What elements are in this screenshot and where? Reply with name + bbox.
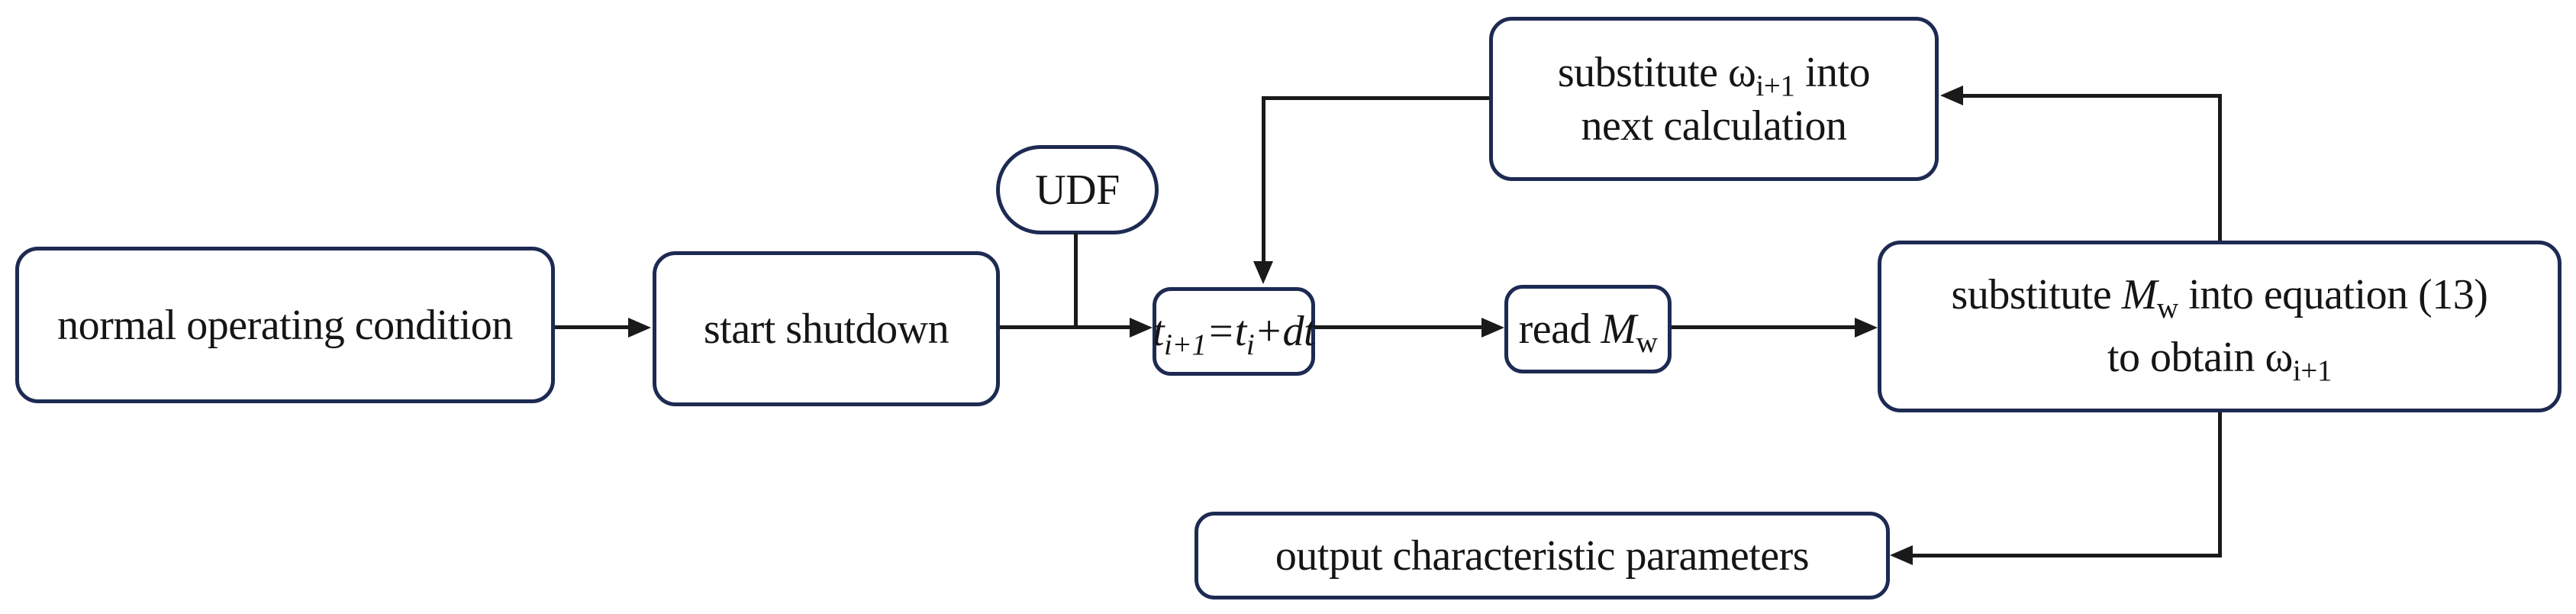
connector-udf-line [1074, 233, 1078, 329]
arrow-equation-to-output-head [1890, 545, 1913, 565]
symbol-mw: M [1601, 305, 1636, 353]
node-label: read Mw [1518, 302, 1658, 359]
subscript: i [1246, 328, 1255, 361]
arrow-shutdown-to-time-line [1000, 325, 1131, 329]
symbol-mw: M [2121, 271, 2158, 319]
label-line-1: substitute Mw into equation (13) [1952, 264, 2488, 326]
subscript: i+1 [1755, 69, 1795, 102]
node-label: substitute ωi+1 into next calculation [1557, 46, 1871, 153]
subscript: i+1 [2292, 354, 2333, 387]
formula-part: +dt [1254, 308, 1316, 355]
node-start-shutdown: start shutdown [653, 251, 1000, 406]
arrow-equation-to-next-vline [2218, 94, 2222, 241]
label-part: substitute [1557, 48, 1729, 96]
node-normal-operating-condition: normal operating condition [15, 247, 555, 403]
formula-time-increment: ti+1=ti+dt [1152, 305, 1316, 361]
arrow-next-to-time-head [1253, 261, 1273, 284]
subscript: w [2156, 292, 2178, 325]
formula-part: t [1152, 308, 1165, 355]
arrow-equation-to-output-vline [2218, 412, 2222, 557]
label-part: substitute [1951, 271, 2122, 319]
arrow-normal-to-shutdown-line [555, 325, 631, 329]
arrow-equation-to-output-hline [1913, 554, 2222, 557]
arrow-time-to-read-line [1315, 325, 1481, 329]
node-read-mw: read Mw [1504, 285, 1672, 373]
subscript: w [1636, 325, 1658, 359]
label-part: into [1794, 48, 1871, 96]
node-time-increment: ti+1=ti+dt [1152, 287, 1316, 376]
node-substitute-next-calculation: substitute ωi+1 into next calculation [1489, 17, 1939, 181]
label-part: read [1518, 305, 1601, 353]
node-substitute-equation-13: substitute Mw into equation (13) to obta… [1878, 241, 2561, 412]
formula-part: =t [1206, 308, 1246, 355]
node-udf: UDF [996, 145, 1159, 234]
label-line-2: next calculation [1581, 102, 1847, 150]
node-label: substitute Mw into equation (13) to obta… [1952, 264, 2488, 388]
label-line-2: to obtain ωi+1 [1952, 327, 2488, 389]
label-part: into equation (13) [2178, 271, 2488, 319]
arrow-next-to-time-hline [1263, 96, 1489, 100]
arrow-equation-to-next-hline [1963, 94, 2222, 98]
node-label: output characteristic parameters [1275, 532, 1810, 580]
node-label: start shutdown [703, 305, 949, 353]
subscript: i+1 [1164, 328, 1207, 361]
arrow-next-to-time-vline [1262, 96, 1265, 261]
arrow-time-to-read-head [1481, 318, 1504, 338]
node-label: normal operating condition [57, 301, 513, 349]
arrow-read-to-equation-head [1855, 318, 1878, 338]
symbol-omega: ω [1728, 48, 1756, 96]
node-output-parameters: output characteristic parameters [1195, 512, 1890, 599]
arrow-shutdown-to-time-head [1130, 318, 1153, 338]
arrow-equation-to-next-head [1940, 86, 1963, 105]
arrow-normal-to-shutdown-head [628, 318, 651, 338]
symbol-omega: ω [2265, 333, 2294, 381]
label-line-1: substitute ωi+1 into [1557, 46, 1871, 102]
arrow-read-to-equation-line [1672, 325, 1855, 329]
label-part: to obtain [2107, 333, 2265, 381]
node-label: UDF [1035, 166, 1120, 214]
